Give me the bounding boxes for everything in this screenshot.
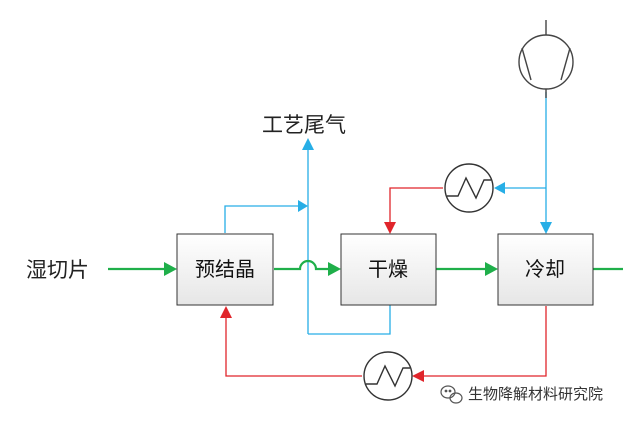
precrystallizer-box: 预结晶 [176, 233, 274, 306]
hot-flow-lines [225, 187, 547, 377]
cooler-in-arrow [485, 262, 498, 276]
precrystallizer-label: 预结晶 [195, 257, 255, 281]
dryer-exhaust-line [308, 305, 391, 335]
precrystallizer-exhaust-arrow [298, 200, 308, 212]
watermark-text: 生物降解材料研究院 [468, 385, 603, 403]
heat-exchanger-icon [444, 163, 494, 213]
hot-arrowheads [220, 222, 424, 382]
bottom-heater-to-precrystallizer-line [225, 314, 362, 377]
main-arrowheads [164, 262, 498, 276]
feed-arrow [164, 262, 177, 276]
cooler-air-arrow [540, 222, 552, 234]
fan-compressor-icon [518, 20, 574, 98]
dryer-label: 干燥 [368, 257, 408, 281]
dryer-in-arrow [328, 262, 341, 276]
precrystallizer-exhaust-line [224, 205, 300, 233]
cooler-label: 冷却 [525, 257, 565, 281]
wechat-logo-icon [440, 385, 463, 404]
cooler-to-bottom-heater-line [420, 306, 547, 377]
exhaust-label: 工艺尾气 [262, 113, 346, 137]
precrystallizer-hot-arrow [220, 306, 232, 318]
dryer-hot-arrow [384, 222, 396, 234]
dryer-box: 干燥 [340, 233, 437, 306]
feed-label: 湿切片 [26, 258, 89, 282]
heater-air-arrow [494, 182, 505, 194]
bottom-heater-arrow [412, 370, 424, 382]
precrystallizer-to-dryer-line [274, 259, 332, 271]
cooler-box: 冷却 [497, 233, 594, 306]
heater-to-dryer-line [389, 187, 443, 226]
exhaust-arrow [302, 138, 314, 150]
air-flow-lines [224, 92, 547, 335]
watermark: 生物降解材料研究院 [440, 385, 603, 404]
main-flow-lines [108, 259, 623, 271]
heat-exchanger-icon [363, 351, 413, 401]
air-arrowheads [298, 138, 552, 234]
